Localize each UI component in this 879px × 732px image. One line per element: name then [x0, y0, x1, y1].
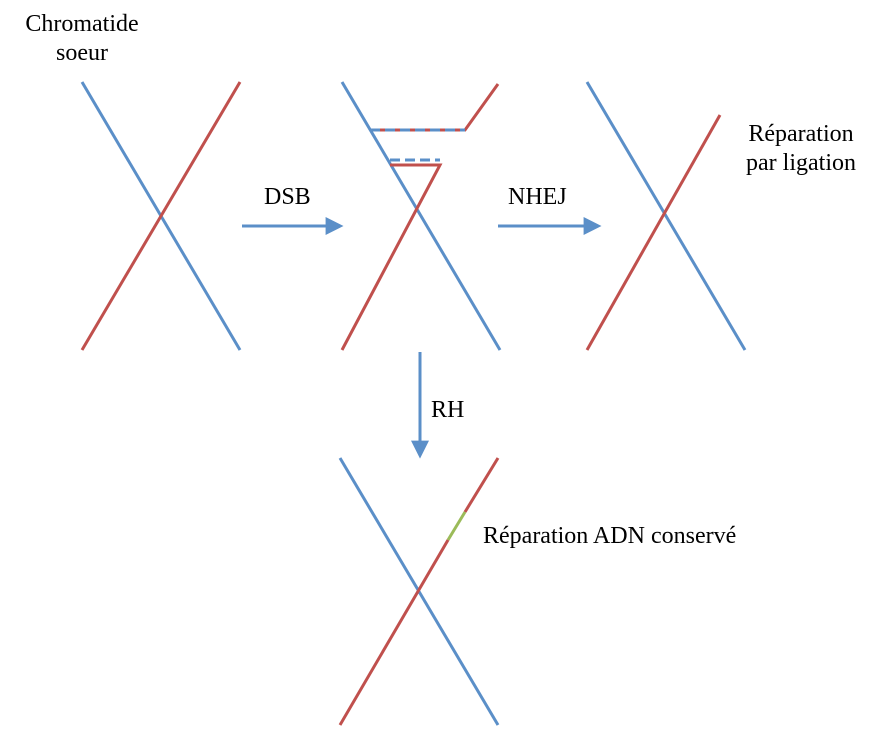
conserved-repair-label: Réparation ADN conservé [483, 523, 737, 549]
green-repair-segment [446, 511, 467, 541]
blue-strand [340, 81, 502, 351]
intact-chromatid-cross [80, 81, 242, 351]
blue-strand [585, 81, 747, 351]
conserved-chromatid-cross [338, 457, 500, 726]
dsb-label: DSB [264, 184, 311, 210]
red-strand-upper [463, 457, 500, 513]
red-strand [80, 81, 242, 351]
nhej-label: NHEJ [508, 184, 567, 210]
ligation-repair-label-line2: par ligation [746, 149, 856, 176]
broken-chromatid-cross [340, 81, 502, 351]
rh-label: RH [431, 397, 465, 423]
red-strand-upper-broken [370, 83, 500, 132]
sister-chromatid-label-line1: Chromatide [25, 11, 139, 37]
ligation-repair-label: Réparation par ligation [726, 120, 876, 178]
red-strand-lower-broken [340, 163, 443, 351]
ligated-chromatid-cross [585, 81, 747, 351]
sister-chromatid-label-line2: soeur [56, 39, 108, 66]
red-strand [585, 114, 722, 351]
ligation-repair-label-line1: Réparation [748, 121, 854, 147]
sister-chromatid-label: Chromatide soeur [2, 10, 162, 68]
red-strand-lower [338, 539, 450, 726]
